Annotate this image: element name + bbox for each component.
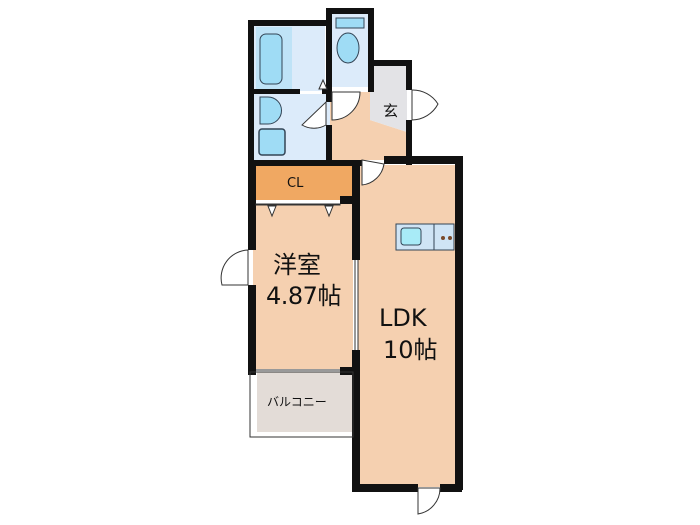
entrance-door bbox=[411, 89, 439, 121]
closet-label: CL bbox=[287, 176, 304, 191]
youshitsu-size: 4.87帖 bbox=[266, 282, 341, 310]
ldk-door bbox=[361, 159, 385, 186]
exterior-door bbox=[417, 487, 441, 515]
door-swings bbox=[220, 89, 441, 515]
washbasin-fixture bbox=[259, 96, 282, 125]
stove-burner-icon bbox=[441, 236, 445, 240]
washroom-door bbox=[301, 100, 327, 129]
closet-floor bbox=[253, 165, 353, 200]
ldk-size: 10帖 bbox=[383, 336, 438, 364]
walls bbox=[248, 8, 463, 492]
genkan-label: 玄 bbox=[383, 102, 399, 120]
toilet-door bbox=[331, 91, 361, 121]
bathtub-fixture bbox=[259, 33, 283, 85]
balcony-label: バルコニー bbox=[267, 395, 327, 409]
youshitsu-label: 洋室 bbox=[273, 251, 321, 279]
toilet-bowl-fixture bbox=[336, 32, 360, 64]
youshitsu-door bbox=[220, 249, 249, 286]
bath-door-marker bbox=[318, 78, 328, 90]
closet-door-marker bbox=[324, 205, 334, 218]
toilet-tank-fixture bbox=[335, 17, 365, 29]
ldk-floor bbox=[358, 165, 456, 487]
genkan-floor bbox=[370, 64, 407, 132]
outlines bbox=[249, 203, 359, 438]
youshitsu-floor bbox=[253, 204, 353, 369]
ldk-label: LDK bbox=[379, 304, 427, 332]
washing-machine-fixture bbox=[258, 128, 286, 156]
stove-burner-icon bbox=[448, 236, 452, 240]
balcony-floor bbox=[257, 372, 353, 432]
kitchen-sink-fixture bbox=[400, 227, 422, 246]
closet-door-marker bbox=[267, 205, 277, 218]
